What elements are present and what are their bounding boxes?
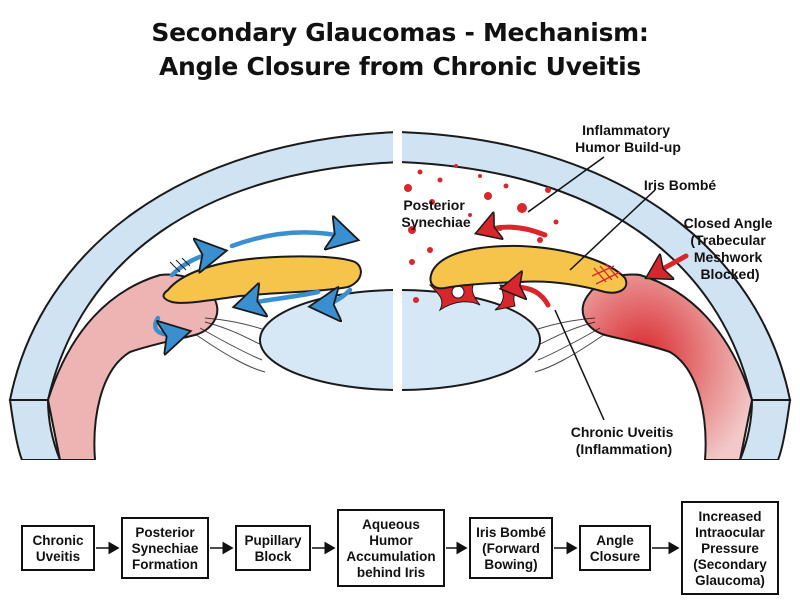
leader-lines [527,156,656,421]
zonules-right [534,317,606,373]
title-line-1: Secondary Glaucomas - Mechanism: [151,18,649,47]
flow-box-posterior-synechiae-formation [121,517,209,579]
zonules-left [194,317,266,373]
flow-box-pupillary-block [235,525,311,571]
flow-box-iris-bombe [469,517,553,579]
flow-box-angle-closure [579,525,651,571]
ciliary-body-right [581,273,754,460]
label-inflammatory-humor: Inflammatory Humor Build-up [575,122,681,155]
uveitis-eye-half [402,131,792,460]
lens-left [259,289,393,391]
flow-box-aqueous-accumulation [337,509,445,587]
inflammatory-cells [404,164,559,303]
iris-bombe [429,244,628,294]
normal-eye-half [8,131,393,460]
label-iris-bombe: Iris Bombé [644,177,717,193]
closed-angle-hatch [591,263,621,285]
label-chronic-uveitis: Chronic Uveitis (Inflammation) [571,424,678,457]
aqueous-flow-arrows [153,232,350,334]
inflammatory-flow-arrows [480,227,689,308]
center-divider [393,120,402,465]
label-closed-angle: Closed Angle (Trabecular Meshwork Blocke… [684,215,777,282]
label-posterior-synechiae: Posterior Synechiae [401,197,470,230]
flow-box-increased-iop [681,501,779,595]
cornea-left [8,131,393,401]
title-line-2: Angle Closure from Chronic Uveitis [158,52,642,81]
trabecular-meshwork-left [169,257,191,273]
flow-box-chronic-uveitis [21,525,95,571]
lens-right [402,289,541,391]
